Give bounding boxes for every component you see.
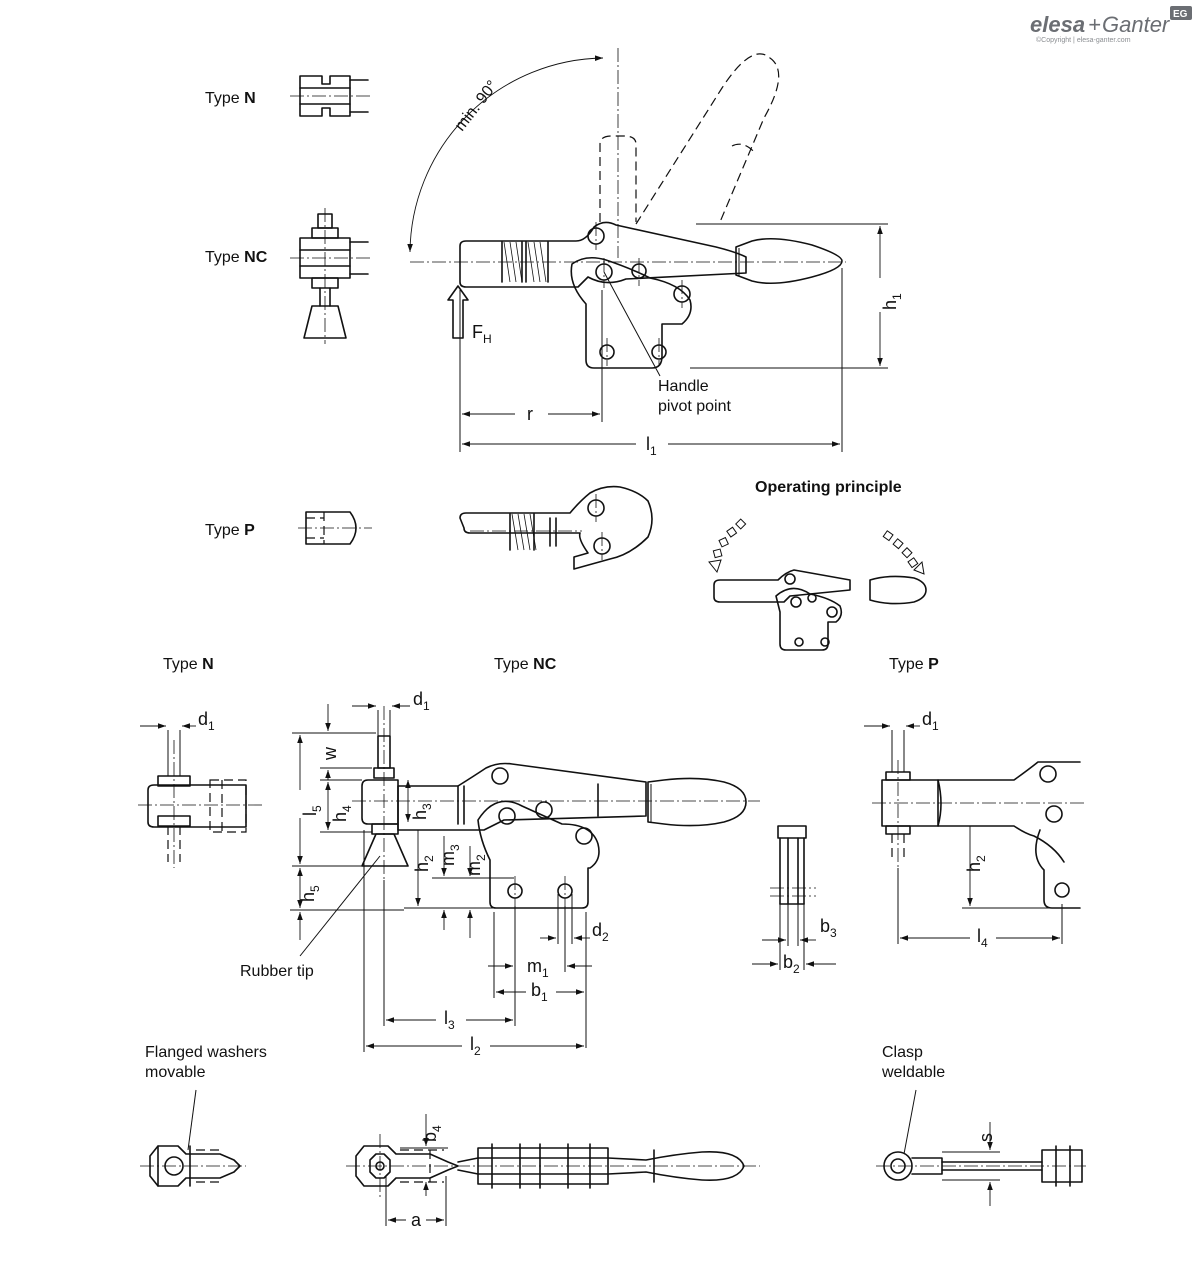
type-nc-top-view bbox=[290, 208, 372, 344]
dim-h2-nc: h2 bbox=[412, 855, 436, 872]
pivot-label-2: pivot point bbox=[658, 398, 731, 415]
clasp-label-1: Clasp bbox=[882, 1044, 923, 1061]
pivot-label-1: Handle bbox=[658, 378, 709, 395]
dim-r: r bbox=[527, 404, 533, 424]
type-nc-side-view: d1 w l5 h4 h3 h2 m3 m2 h5 bbox=[240, 689, 760, 1058]
force-label: FH bbox=[472, 322, 492, 346]
dim-w: w bbox=[320, 746, 340, 761]
svg-text:+: + bbox=[1088, 12, 1101, 37]
dim-l3: l3 bbox=[444, 1008, 455, 1032]
dim-b1: b1 bbox=[531, 980, 548, 1004]
bottom-type-nc-top: b4 a bbox=[346, 1114, 760, 1230]
dim-l4: l4 bbox=[977, 926, 988, 950]
dim-h5: h5 bbox=[298, 885, 322, 902]
dim-d1-n: d1 bbox=[198, 709, 215, 733]
motion-arrow-left-icon bbox=[708, 518, 747, 574]
type-p-top-view bbox=[298, 511, 372, 545]
dim-l2: l2 bbox=[470, 1034, 481, 1058]
main-clamp-drawing: min. 90° FH Handle pivot point r l1 h1 bbox=[407, 48, 904, 458]
brand-badge-icon bbox=[1170, 6, 1192, 20]
dim-m2: m2 bbox=[464, 854, 488, 876]
label-type-p-mid: Type P bbox=[889, 656, 939, 673]
dim-b4: b4 bbox=[420, 1125, 444, 1142]
label-type-nc-mid: Type NC bbox=[494, 656, 557, 673]
angle-label: min. 90° bbox=[452, 78, 502, 135]
dim-s: s bbox=[976, 1133, 996, 1142]
type-n-side-view: d1 bbox=[138, 709, 262, 868]
operating-principle-figure bbox=[708, 518, 927, 651]
brand-badge: EG bbox=[1173, 9, 1188, 20]
dim-l5: l5 bbox=[300, 805, 324, 816]
dim-h2-p: h2 bbox=[964, 855, 988, 872]
dim-d1-nc: d1 bbox=[413, 689, 430, 713]
clasp-label-2: weldable bbox=[881, 1064, 945, 1081]
brand-logo: elesa + Ganter EG ©Copyright | elesa-gan… bbox=[1030, 6, 1192, 44]
dim-l1: l1 bbox=[646, 434, 657, 458]
bottom-type-p-top: s bbox=[876, 1122, 1086, 1206]
label-type-n-top: Type N bbox=[205, 90, 256, 107]
type-n-top-view bbox=[290, 75, 372, 117]
operating-principle-title: Operating principle bbox=[755, 479, 902, 496]
type-p-side-view: d1 h2 l4 bbox=[864, 709, 1086, 950]
washers-label-1: Flanged washers bbox=[145, 1044, 267, 1061]
side-profile-view: b3 b2 bbox=[752, 825, 837, 976]
brand-copyright: ©Copyright | elesa-ganter.com bbox=[1036, 36, 1131, 44]
dim-m1: m1 bbox=[527, 956, 549, 980]
dim-h4: h4 bbox=[330, 805, 354, 822]
type-p-arm-detail bbox=[459, 485, 653, 570]
rubber-tip-label: Rubber tip bbox=[240, 963, 314, 980]
motion-arrow-right-icon bbox=[882, 530, 925, 575]
dim-d2: d2 bbox=[592, 920, 609, 944]
washers-label-2: movable bbox=[145, 1064, 206, 1081]
label-type-p-top: Type P bbox=[205, 522, 255, 539]
dim-a: a bbox=[411, 1210, 422, 1230]
dim-m3: m3 bbox=[438, 844, 462, 866]
dim-b3: b3 bbox=[820, 916, 837, 940]
brand-name-b: Ganter bbox=[1102, 12, 1171, 37]
dim-d1-p: d1 bbox=[922, 709, 939, 733]
brand-name-a: elesa bbox=[1030, 12, 1085, 37]
dim-h3: h3 bbox=[410, 803, 434, 820]
dim-b2: b2 bbox=[783, 952, 800, 976]
label-type-n-mid: Type N bbox=[163, 656, 214, 673]
dim-h1: h1 bbox=[880, 293, 904, 310]
bottom-type-n-top bbox=[140, 1145, 246, 1187]
label-type-nc-top: Type NC bbox=[205, 249, 268, 266]
